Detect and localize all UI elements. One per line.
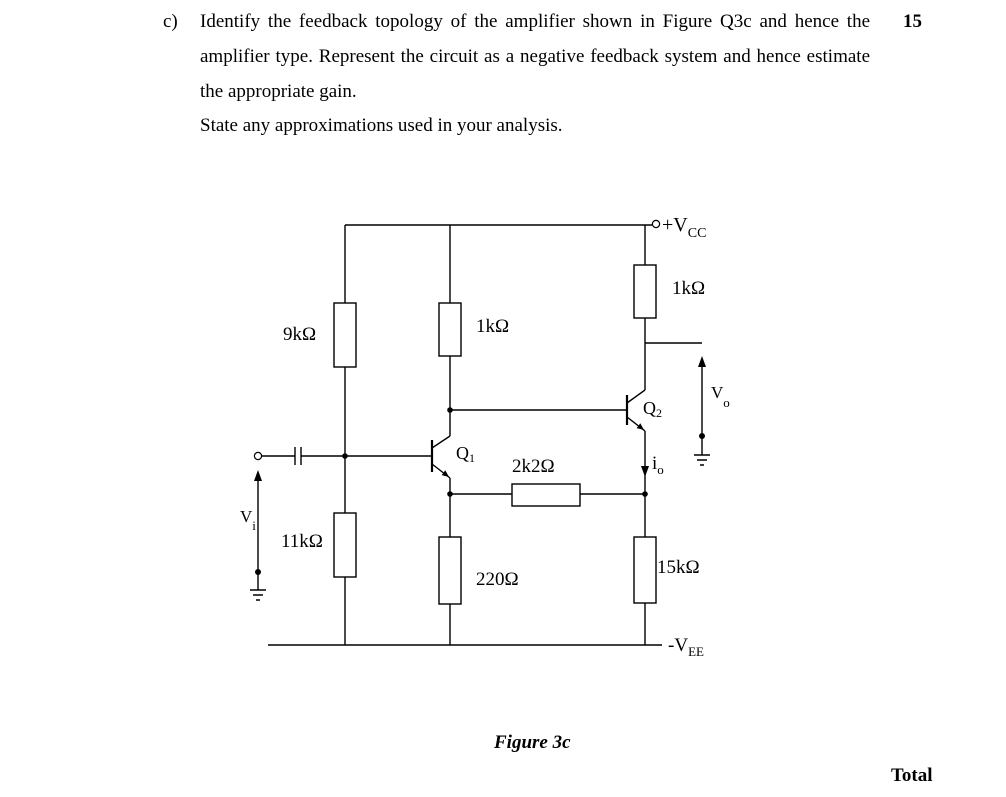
- label-resistor-feedback: 2k2Ω: [512, 456, 555, 477]
- question-line-4: State any approximations used in your an…: [200, 115, 563, 136]
- label-io-main: i: [652, 453, 657, 474]
- question-line-1: Identify the feedback topology of the am…: [200, 11, 870, 32]
- vi-arrow-head: [254, 470, 262, 481]
- label-resistor-q2-collector: 1kΩ: [672, 278, 705, 299]
- label-vo: Vo: [711, 383, 730, 410]
- label-resistor-q1-collector: 1kΩ: [476, 316, 509, 337]
- label-vcc-sub: CC: [688, 226, 707, 241]
- resistor-q1-collector: [438, 302, 462, 357]
- label-q2: Q2: [643, 398, 662, 420]
- label-resistor-q1-emitter: 220Ω: [476, 569, 519, 590]
- label-resistor-q2-emitter: 15kΩ: [657, 557, 700, 578]
- vo-ground-symbol: [694, 436, 710, 466]
- label-q1-main: Q: [456, 443, 469, 463]
- vi-ground-symbol: [250, 572, 266, 601]
- label-vcc: +VCC: [662, 214, 706, 241]
- label-vo-sub: o: [723, 395, 730, 410]
- input-terminal: [253, 451, 263, 461]
- resistor-feedback: [511, 483, 581, 507]
- question-line-2: amplifier type. Represent the circuit as…: [200, 46, 870, 67]
- figure-caption: Figure 3c: [494, 732, 571, 753]
- label-io-sub: o: [657, 462, 664, 477]
- io-current-arrow: [641, 466, 649, 477]
- label-vee-sub: EE: [688, 644, 704, 659]
- label-vcc-main: +V: [662, 214, 688, 236]
- resistor-q2-emitter: [633, 536, 657, 604]
- vo-arrow-head: [698, 356, 706, 367]
- total-label: Total: [891, 765, 933, 786]
- question-marks: 15: [903, 11, 922, 32]
- label-q1-sub: 1: [469, 451, 475, 465]
- resistor-q2-collector: [633, 264, 657, 319]
- label-resistor-bias-bottom: 11kΩ: [281, 531, 323, 552]
- label-vee: -VEE: [668, 635, 704, 659]
- question-label: c): [163, 11, 178, 32]
- label-q1: Q1: [456, 443, 475, 465]
- resistor-bias-top: [333, 302, 357, 368]
- q1-emitter-arrow: [441, 470, 449, 477]
- label-vi-sub: i: [252, 518, 256, 533]
- label-vi: Vi: [240, 507, 256, 533]
- node-q1-base: [342, 453, 348, 459]
- label-q2-main: Q: [643, 398, 656, 418]
- label-q2-sub: 2: [656, 406, 662, 420]
- resistor-bias-bottom: [333, 512, 357, 578]
- label-vo-main: V: [711, 383, 724, 402]
- q1-collector-lead: [431, 435, 451, 449]
- vcc-terminal: [651, 219, 661, 229]
- label-vi-main: V: [240, 507, 253, 526]
- q2-emitter-arrow: [636, 423, 644, 430]
- label-vee-main: -V: [668, 635, 688, 656]
- label-io: io: [652, 453, 664, 477]
- question-line-3: the appropriate gain.: [200, 81, 357, 102]
- resistor-q1-emitter: [438, 536, 462, 605]
- q2-collector-lead: [626, 389, 646, 404]
- label-resistor-bias-top: 9kΩ: [283, 324, 316, 345]
